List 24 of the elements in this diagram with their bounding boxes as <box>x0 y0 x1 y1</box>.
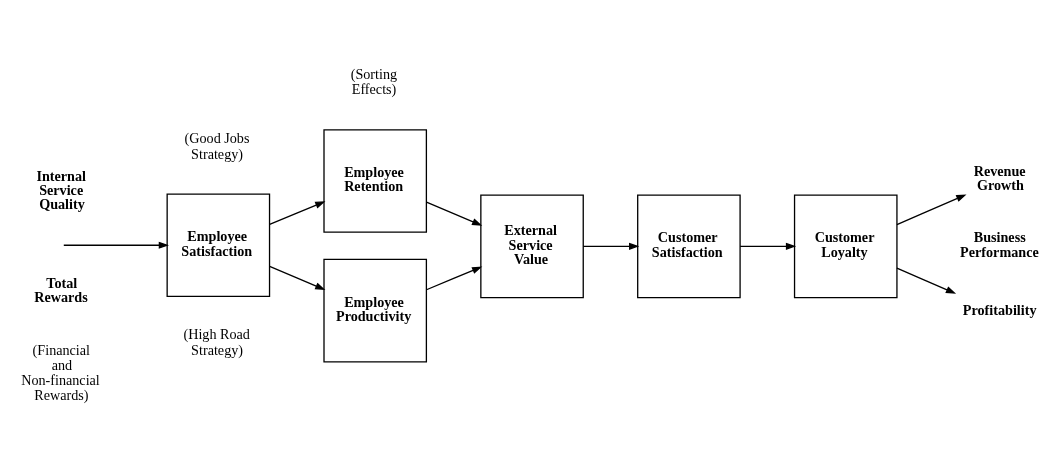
arrow <box>425 266 483 290</box>
node-box: Employee Satisfaction <box>166 192 271 297</box>
node-box: Customer Loyalty <box>793 194 898 298</box>
label: Business Performance <box>960 228 1039 260</box>
node-box: Employee Productivity <box>323 258 428 362</box>
node-label: (High Road Strategy) <box>183 325 250 358</box>
arrow <box>582 242 640 250</box>
arrow <box>269 200 326 225</box>
arrow <box>896 266 957 294</box>
label: (Financial and Non-financial Rewards) <box>21 341 100 403</box>
node-box: External Service Value <box>480 194 584 298</box>
label: Internal Service Quality <box>36 167 86 212</box>
node-label: (Good Jobs Strategy) <box>184 129 250 162</box>
arrow <box>896 193 967 225</box>
node-text: Profitability <box>962 301 1037 318</box>
arrow <box>269 265 326 290</box>
label: Total Rewards <box>34 274 88 305</box>
node-text: Revenue Growth <box>973 162 1026 193</box>
node-box: Customer Satisfaction <box>637 194 741 298</box>
node-box: Employee Retention <box>323 128 428 233</box>
node-label: (Sorting Effects) <box>350 65 398 97</box>
arrow <box>63 241 169 249</box>
arrow <box>425 201 483 226</box>
arrow <box>739 242 797 250</box>
